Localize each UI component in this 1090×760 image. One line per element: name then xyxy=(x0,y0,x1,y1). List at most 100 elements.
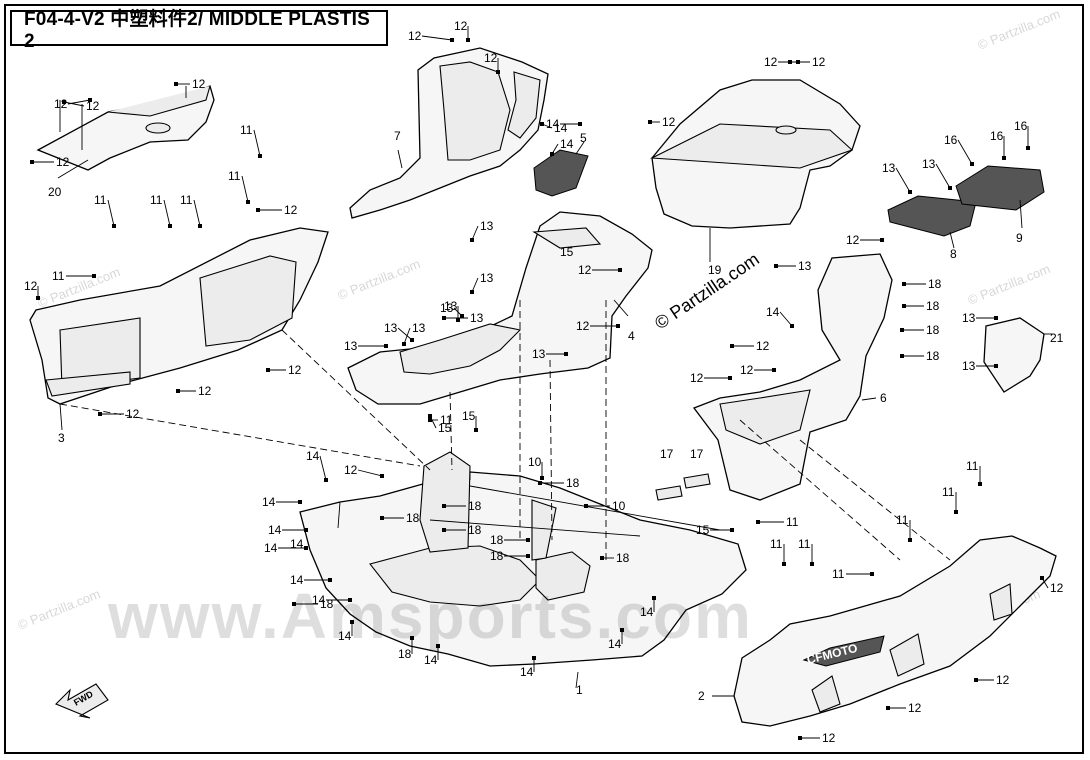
fastener-marker xyxy=(618,268,622,272)
hardware-callout-leader xyxy=(107,199,115,227)
hardware-callout-label: 12 xyxy=(284,203,298,217)
hardware-callout-label: 11 xyxy=(52,269,65,283)
hardware-callout-label: 13 xyxy=(532,347,546,361)
hardware-callout-label: 12 xyxy=(454,19,468,33)
label-part-9: 9 xyxy=(1016,231,1023,245)
hardware-callout-label: 14 xyxy=(268,523,282,537)
watermark-main: www.Amsports.com xyxy=(107,580,753,652)
fastener-marker xyxy=(496,70,500,74)
part-6-panel xyxy=(692,253,893,501)
part-20-panel xyxy=(36,85,215,179)
hardware-callout-label: 13 xyxy=(470,311,484,325)
label-part-1: 1 xyxy=(576,683,583,697)
hardware-callout-label: 13 xyxy=(444,299,458,313)
fastener-marker xyxy=(176,389,180,393)
part-7-panel xyxy=(349,47,549,219)
fastener-marker xyxy=(900,354,904,358)
hardware-callout-label: 14 xyxy=(546,117,560,131)
fastener-marker xyxy=(470,290,474,294)
hardware-callout-label: 11 xyxy=(240,123,253,137)
hardware-callout-label: 14 xyxy=(554,121,568,135)
hardware-callout-label: 16 xyxy=(990,129,1004,143)
label-part-6: 6 xyxy=(880,391,887,405)
label-part-3: 3 xyxy=(58,431,65,445)
hardware-callout-label: 11 xyxy=(942,485,955,499)
fastener-marker xyxy=(460,314,464,318)
hardware-callout-label: 14 xyxy=(766,305,780,319)
hardware-callout-label: 13 xyxy=(440,301,454,315)
fastener-marker xyxy=(304,528,308,532)
hardware-callout-label: 12 xyxy=(1050,581,1064,595)
fastener-marker xyxy=(112,224,116,228)
hardware-callout-label: 12 xyxy=(756,339,770,353)
fastener-marker xyxy=(88,98,92,102)
fastener-marker xyxy=(442,528,446,532)
hardware-callout-label: 14 xyxy=(424,653,438,667)
hardware-callout-label: 18 xyxy=(406,511,420,525)
fastener-marker xyxy=(532,656,536,660)
hardware-callout-leader xyxy=(357,469,383,477)
fastener-marker xyxy=(886,706,890,710)
hardware-callout-label: 15 xyxy=(560,245,574,259)
hardware-callout-label: 18 xyxy=(926,323,940,337)
fastener-marker xyxy=(384,344,388,348)
hardware-callout-leader xyxy=(471,225,479,241)
hardware-callout-leader xyxy=(193,199,201,227)
hardware-callout-label: 11 xyxy=(150,193,163,207)
fastener-marker xyxy=(98,412,102,416)
fastener-marker xyxy=(30,160,34,164)
hardware-callout-label: 12 xyxy=(578,263,592,277)
hardware-callout-label: 15 xyxy=(438,421,452,435)
hardware-callout-label: 18 xyxy=(320,597,334,611)
fastener-marker xyxy=(428,418,432,422)
fastener-marker xyxy=(902,282,906,286)
hardware-callout-label: 14 xyxy=(560,137,574,151)
fastener-marker xyxy=(584,504,588,508)
hardware-callout-label: 14 xyxy=(312,593,326,607)
fastener-marker xyxy=(410,636,414,640)
hardware-callout-label: 13 xyxy=(798,259,812,273)
hardware-callout-label: 11 xyxy=(180,193,193,207)
hardware-callout-label: 14 xyxy=(640,605,654,619)
fastener-marker xyxy=(470,238,474,242)
hardware-callout-leader xyxy=(935,163,951,189)
fastener-marker xyxy=(550,152,554,156)
fastener-marker xyxy=(256,208,260,212)
hardware-callout-label: 11 xyxy=(228,169,241,183)
fastener-marker xyxy=(648,120,652,124)
part-2-panel: CFMOTO xyxy=(712,535,1057,727)
fastener-marker xyxy=(328,578,332,582)
hardware-callout-label: 11 xyxy=(94,193,107,207)
fastener-marker xyxy=(652,596,656,600)
diagram-title: F04-4-V2 中塑料件2/ MIDDLE PLASTIS 2 xyxy=(10,9,388,52)
fastener-marker xyxy=(442,316,446,320)
hardware-callout-label: 12 xyxy=(846,233,860,247)
hardware-callout-label: 18 xyxy=(616,551,630,565)
fastener-marker xyxy=(36,296,40,300)
fastener-marker xyxy=(954,510,958,514)
fastener-marker xyxy=(168,224,172,228)
hardware-callout-label: 18 xyxy=(926,349,940,363)
hardware-callout-label: 12 xyxy=(690,371,704,385)
fastener-marker xyxy=(970,162,974,166)
fastener-marker xyxy=(380,474,384,478)
hardware-callout-label: 14 xyxy=(520,665,534,679)
part-8-panel xyxy=(887,195,977,249)
label-part-20: 20 xyxy=(48,185,62,199)
watermark-small: © Partzilla.com xyxy=(336,256,423,303)
hardware-callout-leader xyxy=(421,35,453,41)
watermark-partzilla: © Partzilla.com xyxy=(651,249,763,333)
watermark-small: © Partzilla.com xyxy=(966,261,1053,308)
hardware-callout-label: 10 xyxy=(612,499,626,513)
hardware-callout-label: 12 xyxy=(996,673,1010,687)
fastener-marker xyxy=(616,324,620,328)
hardware-callout-label: 13 xyxy=(962,311,976,325)
label-part-7: 7 xyxy=(394,129,401,143)
fastener-marker xyxy=(62,100,66,104)
hardware-callout-leader xyxy=(779,311,793,327)
hardware-callout-label: 18 xyxy=(490,533,504,547)
fastener-marker xyxy=(798,736,802,740)
label-part-19: 19 xyxy=(708,263,722,277)
hardware-callout-label: 18 xyxy=(566,476,580,490)
